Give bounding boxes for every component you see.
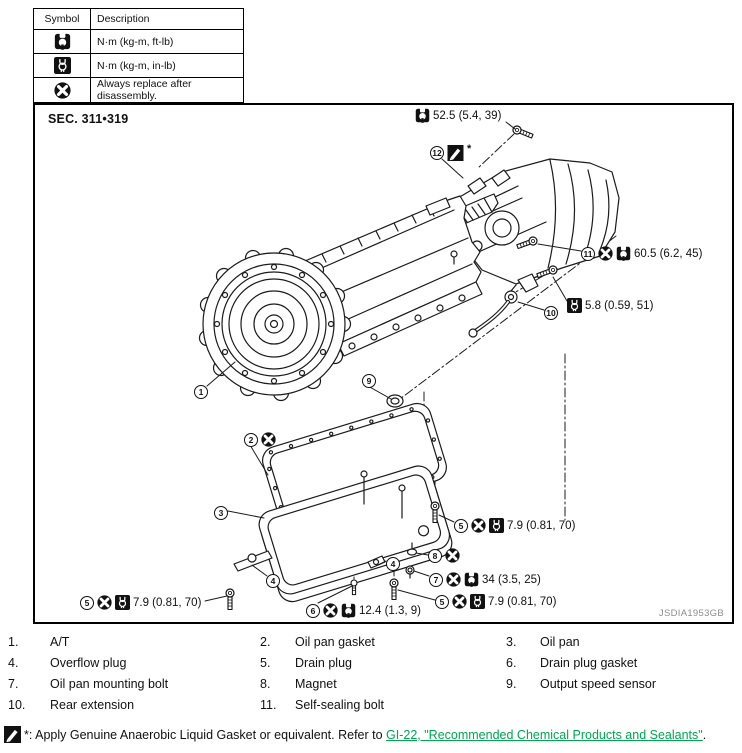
replace-icon: [446, 572, 461, 587]
torque-ftlb-icon: [415, 108, 430, 123]
callout-4: 4: [386, 557, 400, 571]
torque-spec-7-9-a: 5 7.9 (0.81, 70): [454, 518, 575, 533]
torque-spec-52-5: 52.5 (5.4, 39): [415, 108, 501, 123]
callout-2-row: 2: [244, 432, 276, 447]
callout-3: 3: [214, 506, 228, 520]
replace-icon: [598, 246, 613, 261]
liquid-gasket-icon: [4, 726, 21, 743]
exploded-view-diagram: SEC. 311•319 JSDIA1953GB: [33, 103, 734, 624]
section-label: SEC. 311•319: [48, 112, 129, 126]
torque-spec-12-4: 6 12.4 (1.3, 9): [306, 603, 421, 618]
callout-2: 2: [244, 432, 258, 447]
callout-5: 5: [435, 594, 449, 609]
callout-8-row: 8: [428, 548, 460, 563]
torque-value: 7.9 (0.81, 70): [488, 595, 557, 608]
torque-inlb-icon: [567, 298, 582, 313]
callout-10: 10: [544, 306, 558, 320]
list-item: 9.Output speed sensor: [506, 677, 657, 691]
callout-1: 1: [194, 385, 208, 399]
torque-inlb-icon: [115, 595, 130, 610]
torque-spec-7-9-c: 5 7.9 (0.81, 70): [80, 595, 201, 610]
callout-11: 11: [581, 246, 595, 261]
list-item: 5.Drain plug: [260, 656, 352, 670]
replace-icon: [323, 603, 338, 618]
callout-9: 9: [362, 374, 376, 388]
legend-header-symbol: Symbol: [33, 8, 91, 30]
symbol-legend-table: Symbol Description N·m (kg-m, ft-lb): [33, 8, 244, 103]
torque-ftlb-icon: [341, 603, 356, 618]
torque-spec-60-5: 11 60.5 (6.2, 45): [581, 246, 702, 261]
list-item: 2.Oil pan gasket: [260, 635, 375, 649]
callout-12-row: 12 *: [430, 143, 472, 161]
figure-code: JSDIA1953GB: [658, 608, 724, 619]
torque-value: 34 (3.5, 25): [482, 573, 541, 586]
callout-5: 5: [80, 595, 94, 610]
list-item: 4.Overflow plug: [8, 656, 127, 670]
footnote: *: Apply Genuine Anaerobic Liquid Gasket…: [4, 726, 706, 743]
torque-ftlb-icon: [54, 33, 70, 50]
torque-inlb-icon: [53, 57, 71, 74]
callout-8: 8: [428, 548, 442, 563]
replace-icon: [452, 594, 467, 609]
torque-value: 7.9 (0.81, 70): [133, 596, 202, 609]
torque-inlb-icon: [489, 518, 504, 533]
callout-12: 12: [430, 146, 444, 160]
footnote-suffix: .: [702, 728, 707, 742]
legend-desc-inlb: N·m (kg-m, in-lb): [90, 53, 244, 78]
torque-value: 7.9 (0.81, 70): [507, 519, 576, 532]
list-item: 3.Oil pan: [506, 635, 580, 649]
list-item: 6.Drain plug gasket: [506, 656, 638, 670]
replace-icon: [471, 518, 486, 533]
legend-header-description: Description: [90, 8, 244, 30]
torque-ftlb-icon: [616, 246, 631, 261]
list-item: 11.Self-sealing bolt: [260, 698, 384, 712]
list-item: 7.Oil pan mounting bolt: [8, 677, 169, 691]
list-item: 10.Rear extension: [8, 698, 135, 712]
torque-value: 5.8 (0.59, 51): [585, 299, 654, 312]
torque-inlb-icon: [470, 594, 485, 609]
callout-7: 7: [429, 572, 443, 587]
torque-value: 60.5 (6.2, 45): [634, 247, 703, 260]
callout-6: 6: [306, 603, 320, 618]
torque-value: 12.4 (1.3, 9): [359, 604, 422, 617]
replace-icon: [53, 81, 71, 99]
asterisk: *: [467, 143, 472, 155]
footnote-link[interactable]: GI-22, "Recommended Chemical Products an…: [386, 728, 703, 742]
transmission-line-art: [198, 121, 620, 611]
legend-desc-replace: Always replace after disassembly.: [90, 77, 244, 103]
torque-ftlb-icon: [464, 572, 479, 587]
callout-4: 4: [266, 574, 280, 588]
liquid-gasket-icon: [447, 145, 464, 161]
legend-desc-ftlb: N·m (kg-m, ft-lb): [90, 29, 244, 54]
torque-spec-5-8: 5.8 (0.59, 51): [567, 298, 653, 313]
torque-value: 52.5 (5.4, 39): [433, 109, 502, 122]
callout-5: 5: [454, 518, 468, 533]
footnote-prefix: *: Apply Genuine Anaerobic Liquid Gasket…: [24, 728, 387, 742]
list-item: 8.Magnet: [260, 677, 337, 691]
replace-icon: [261, 432, 276, 447]
replace-icon: [97, 595, 112, 610]
torque-spec-34: 7 34 (3.5, 25): [429, 572, 541, 587]
list-item: 1.A/T: [8, 635, 70, 649]
torque-spec-7-9-b: 5 7.9 (0.81, 70): [435, 594, 556, 609]
replace-icon: [445, 548, 460, 563]
